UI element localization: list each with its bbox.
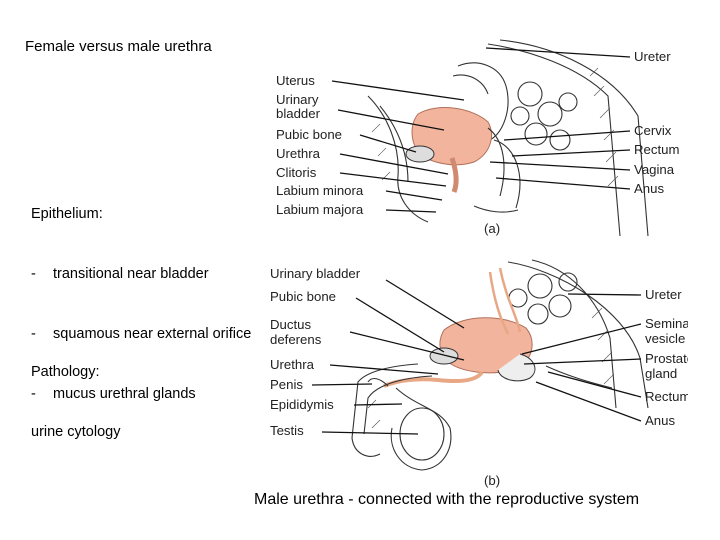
label-gland: gland xyxy=(645,366,677,381)
label-vesicle: vesicle xyxy=(645,331,685,346)
label-rectum: Rectum xyxy=(634,142,679,157)
pathology-text: urine cytology xyxy=(31,424,121,440)
epithelium-item: - mucus urethral glands xyxy=(31,384,251,404)
figure-b-leader-lines xyxy=(311,279,642,435)
label-pubic-bone: Pubic bone xyxy=(276,127,342,142)
epithelium-item: - transitional near bladder xyxy=(31,264,251,284)
label-clitoris: Clitoris xyxy=(276,165,317,180)
label-vagina: Vagina xyxy=(634,162,675,177)
epithelium-item-text: mucus urethral glands xyxy=(53,386,196,402)
label-testis: Testis xyxy=(270,423,304,438)
epithelium-block: Epithelium: - transitional near bladder -… xyxy=(31,164,251,424)
epithelium-heading: Epithelium: xyxy=(31,206,103,222)
figure-b-label: (b) xyxy=(484,473,500,488)
pathology-heading: Pathology: xyxy=(31,364,100,380)
label-bladder: bladder xyxy=(276,106,321,121)
label-ureter: Ureter xyxy=(634,49,671,64)
figure-b-male-pelvis: Urinary bladder Pubic bone Ductus defere… xyxy=(270,259,688,488)
slide-title: Female versus male urethra xyxy=(25,38,212,55)
label-deferens: deferens xyxy=(270,332,322,347)
label-cervix: Cervix xyxy=(634,123,672,138)
figure-a-female-pelvis: Uterus Urinary bladder Pubic bone Urethr… xyxy=(276,39,679,236)
label-rectum: Rectum xyxy=(645,389,688,404)
label-uterus: Uterus xyxy=(276,73,315,88)
label-ureter: Ureter xyxy=(645,287,682,302)
label-epididymis: Epididymis xyxy=(270,397,334,412)
label-urinary-bladder: Urinary bladder xyxy=(270,266,361,281)
figure-a-label: (a) xyxy=(484,221,500,236)
female-anatomy-drawing xyxy=(367,39,649,236)
label-anus: Anus xyxy=(645,413,675,428)
label-urinary: Urinary xyxy=(276,92,319,107)
label-ductus: Ductus xyxy=(270,317,311,332)
label-urethra: Urethra xyxy=(270,357,315,372)
slide-caption: Male urethra - connected with the reprod… xyxy=(254,491,640,508)
bullet-dash: - xyxy=(31,326,36,342)
label-seminal: Seminal xyxy=(645,316,688,331)
label-anus: Anus xyxy=(634,181,664,196)
epithelium-item-text: transitional near bladder xyxy=(53,266,209,282)
male-anatomy-drawing xyxy=(351,259,649,471)
figure-a-leader-lines xyxy=(331,47,631,213)
label-labium-majora: Labium majora xyxy=(276,202,364,217)
bullet-dash: - xyxy=(31,266,36,282)
label-pubic-bone: Pubic bone xyxy=(270,289,336,304)
epithelium-item: - squamous near external orifice xyxy=(31,324,251,344)
label-penis: Penis xyxy=(270,377,303,392)
pathology-block: Pathology: urine cytology xyxy=(31,322,120,462)
label-labium-minora: Labium minora xyxy=(276,183,364,198)
bullet-dash: - xyxy=(31,386,36,402)
label-urethra: Urethra xyxy=(276,146,321,161)
label-prostate: Prostate xyxy=(645,351,688,366)
epithelium-item-text: squamous near external orifice xyxy=(53,326,252,342)
